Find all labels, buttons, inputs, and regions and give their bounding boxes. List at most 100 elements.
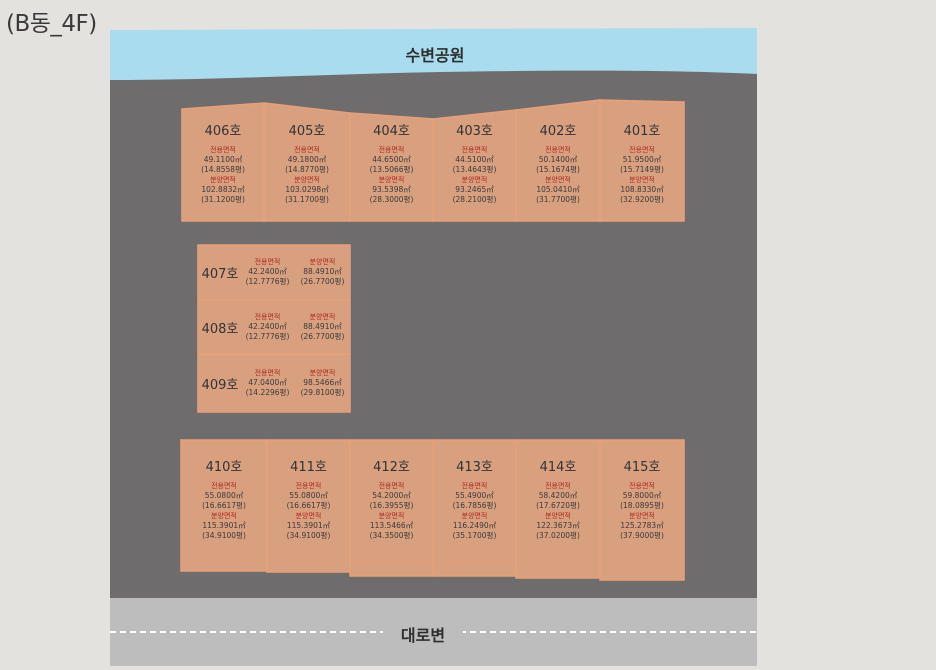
sale-area-m2: 102.8832㎡ bbox=[201, 185, 245, 194]
exclusive-area-label: 전용면적 bbox=[294, 146, 320, 154]
unit-number: 410호 bbox=[205, 460, 243, 475]
sale-area-label: 분양면적 bbox=[378, 512, 405, 520]
exclusive-area-py: (16.6617평) bbox=[286, 501, 331, 510]
unit-shape[interactable] bbox=[197, 353, 351, 413]
sale-area-label: 분양면적 bbox=[309, 258, 336, 266]
unit-number: 409호 bbox=[201, 377, 239, 393]
exclusive-area-label: 전용면적 bbox=[545, 482, 571, 490]
sale-area-py: (32.9200평) bbox=[620, 195, 664, 204]
unit-402[interactable]: 402호 전용면적 50.1400㎡ (15.1674평) 분양면적 105.0… bbox=[516, 100, 600, 205]
sale-area-py: (37.9000평) bbox=[620, 531, 664, 540]
unit-number: 405호 bbox=[288, 124, 326, 139]
unit-407[interactable]: 407호 전용면적 42.2400㎡ (12.7776평) 분양면적 88.49… bbox=[198, 245, 350, 300]
unit-404[interactable]: 404호 전용면적 44.6500㎡ (13.5066평) 분양면적 93.53… bbox=[350, 100, 433, 205]
sale-area-label: 분양면적 bbox=[309, 368, 336, 377]
unit-405[interactable]: 405호 전용면적 49.1800㎡ (14.8770평) 분양면적 103.0… bbox=[264, 100, 350, 205]
unit-shape[interactable] bbox=[197, 299, 351, 355]
exclusive-area-m2: 54.2000㎡ bbox=[372, 491, 411, 500]
exclusive-area-m2: 49.1100㎡ bbox=[203, 155, 243, 164]
unit-412[interactable]: 412호 전용면적 54.2000㎡ (16.3955평) 분양면적 113.5… bbox=[350, 436, 433, 541]
exclusive-area-m2: 55.0800㎡ bbox=[289, 491, 328, 500]
sale-area-m2: 88.4910㎡ bbox=[303, 267, 342, 276]
unit-414[interactable]: 414호 전용면적 58.4200㎡ (17.6720평) 분양면적 122.3… bbox=[516, 436, 600, 541]
exclusive-area-label: 전용면적 bbox=[295, 482, 322, 490]
sale-area-label: 분양면적 bbox=[629, 512, 655, 520]
exclusive-area-py: (16.3955평) bbox=[369, 501, 414, 510]
sale-area-label: 분양면적 bbox=[211, 512, 237, 520]
exclusive-area-py: (14.8558평) bbox=[201, 165, 245, 174]
exclusive-area-m2: 49.1800㎡ bbox=[287, 155, 327, 164]
exclusive-area-py: (16.6617평) bbox=[202, 501, 246, 510]
unit-409[interactable]: 409호 전용면적 47.0400㎡ (14.2296평) 분양면적 98.54… bbox=[198, 354, 350, 412]
unit-number: 406호 bbox=[204, 124, 242, 139]
exclusive-area-m2: 55.4900㎡ bbox=[455, 491, 494, 500]
sale-area-block: 분양면적 98.5466㎡ (29.8100평) bbox=[295, 369, 350, 398]
exclusive-area-label: 전용면적 bbox=[629, 146, 655, 154]
exclusive-area-block: 전용면적 42.2400㎡ (12.7776평) bbox=[240, 258, 295, 287]
unit-number: 414호 bbox=[539, 460, 577, 475]
unit-406[interactable]: 406호 전용면적 49.1100㎡ (14.8558평) 분양면적 102.8… bbox=[182, 100, 264, 205]
sale-area-py: (31.1700평) bbox=[285, 195, 329, 204]
sale-area-label: 분양면적 bbox=[545, 512, 571, 520]
sale-area-py: (37.0200평) bbox=[536, 531, 580, 540]
unit-413[interactable]: 413호 전용면적 55.4900㎡ (16.7856평) 분양면적 116.2… bbox=[433, 436, 516, 541]
sale-area-m2: 125.2783㎡ bbox=[620, 521, 664, 530]
sale-area-m2: 103.0298㎡ bbox=[285, 185, 329, 194]
exclusive-area-m2: 55.0800㎡ bbox=[204, 491, 244, 500]
unit-number: 411호 bbox=[290, 460, 327, 475]
unit-403[interactable]: 403호 전용면적 44.5100㎡ (13.4643평) 분양면적 93.24… bbox=[433, 100, 516, 205]
exclusive-area-m2: 58.4200㎡ bbox=[538, 491, 578, 500]
sale-area-m2: 88.4910㎡ bbox=[303, 321, 342, 331]
sale-area-m2: 93.2465㎡ bbox=[455, 185, 494, 194]
exclusive-area-py: (12.7776평) bbox=[245, 277, 290, 286]
sale-area-py: (34.3500평) bbox=[369, 531, 414, 540]
unit-401[interactable]: 401호 전용면적 51.9500㎡ (15.7149평) 분양면적 108.8… bbox=[600, 100, 684, 205]
sale-area-label: 분양면적 bbox=[210, 176, 236, 184]
exclusive-area-py: (17.6720평) bbox=[536, 501, 580, 510]
exclusive-area-py: (12.7776평) bbox=[245, 331, 290, 341]
exclusive-area-block: 전용면적 42.2400㎡ (12.7776평) bbox=[240, 313, 295, 342]
unit-number: 404호 bbox=[373, 124, 410, 139]
sale-area-py: (28.3000평) bbox=[369, 195, 414, 204]
sale-area-py: (34.9100평) bbox=[202, 531, 246, 540]
sale-area-m2: 108.8330㎡ bbox=[620, 185, 664, 194]
sale-area-m2: 116.2490㎡ bbox=[452, 521, 497, 530]
sale-area-py: (26.7700평) bbox=[300, 331, 345, 341]
unit-number: 407호 bbox=[201, 267, 239, 282]
unit-411[interactable]: 411호 전용면적 55.0800㎡ (16.6617평) 분양면적 115.3… bbox=[267, 436, 350, 541]
unit-shape[interactable] bbox=[599, 99, 685, 222]
unit-shape[interactable] bbox=[599, 439, 685, 581]
page-title: (B동_4F) bbox=[6, 11, 97, 37]
exclusive-area-label: 전용면적 bbox=[378, 146, 405, 154]
park-area bbox=[110, 28, 757, 80]
sale-area-py: (28.2100평) bbox=[452, 195, 497, 204]
sale-area-m2: 105.0410㎡ bbox=[536, 185, 580, 194]
exclusive-area-label: 전용면적 bbox=[211, 482, 237, 490]
exclusive-area-label: 전용면적 bbox=[210, 146, 236, 154]
unit-number: 402호 bbox=[539, 124, 577, 139]
exclusive-area-label: 전용면적 bbox=[461, 146, 488, 154]
unit-shape[interactable] bbox=[197, 244, 351, 301]
sale-area-py: (34.9100평) bbox=[286, 531, 331, 540]
exclusive-area-m2: 42.2400㎡ bbox=[248, 267, 287, 276]
exclusive-area-m2: 44.6500㎡ bbox=[372, 155, 411, 164]
exclusive-area-m2: 42.2400㎡ bbox=[248, 321, 287, 331]
exclusive-area-label: 전용면적 bbox=[254, 258, 281, 266]
exclusive-area-m2: 50.1400㎡ bbox=[538, 155, 578, 164]
sale-area-block: 분양면적 88.4910㎡ (26.7700평) bbox=[295, 313, 350, 342]
unit-408[interactable]: 408호 전용면적 42.2400㎡ (12.7776평) 분양면적 88.49… bbox=[198, 300, 350, 354]
sale-area-label: 분양면적 bbox=[545, 176, 571, 184]
sale-area-label: 분양면적 bbox=[294, 176, 320, 184]
sale-area-label: 분양면적 bbox=[378, 176, 405, 184]
unit-415[interactable]: 415호 전용면적 59.8000㎡ (18.0895평) 분양면적 125.2… bbox=[600, 436, 684, 541]
exclusive-area-py: (16.7856평) bbox=[452, 501, 497, 510]
unit-number: 412호 bbox=[373, 460, 410, 475]
sale-area-block: 분양면적 88.4910㎡ (26.7700평) bbox=[295, 258, 350, 287]
exclusive-area-m2: 59.8000㎡ bbox=[622, 491, 662, 500]
exclusive-area-py: (15.1674평) bbox=[536, 165, 580, 174]
exclusive-area-py: (14.8770평) bbox=[285, 165, 329, 174]
unit-number: 413호 bbox=[456, 460, 493, 475]
sale-area-label: 분양면적 bbox=[629, 176, 655, 184]
exclusive-area-block: 전용면적 47.0400㎡ (14.2296평) bbox=[240, 369, 295, 398]
unit-410[interactable]: 410호 전용면적 55.0800㎡ (16.6617평) 분양면적 115.3… bbox=[181, 436, 267, 541]
